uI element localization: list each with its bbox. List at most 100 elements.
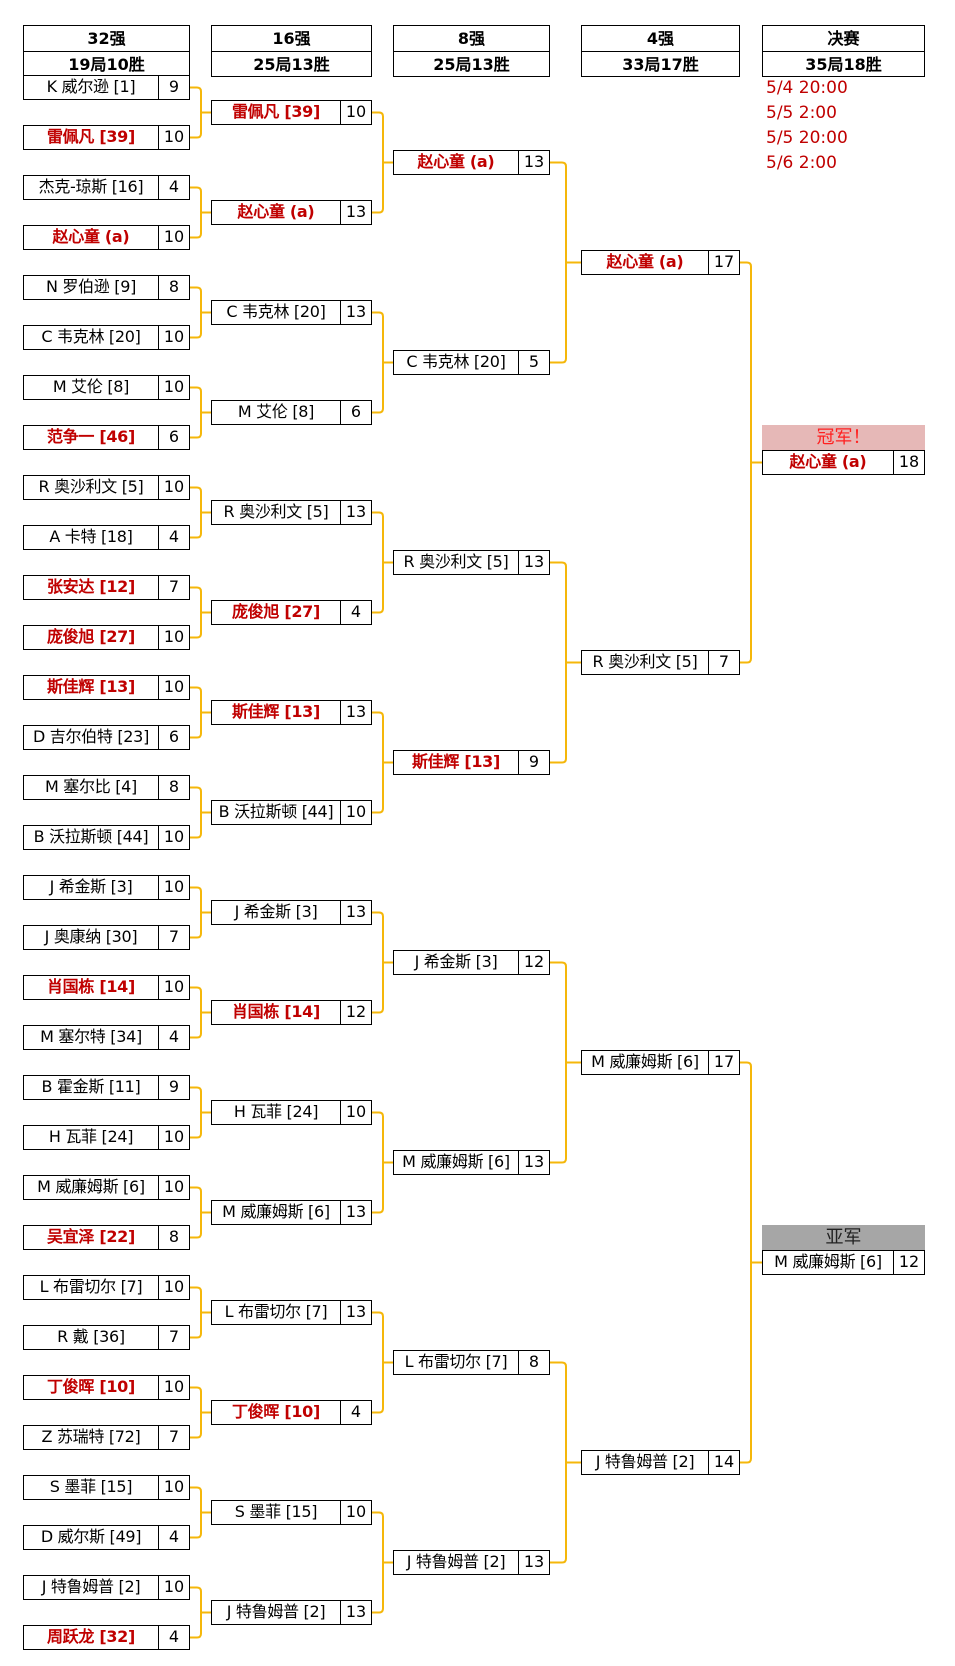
- bracket-connector: [372, 111, 393, 214]
- player-score: 10: [340, 801, 371, 824]
- player-score: 4: [340, 1401, 371, 1424]
- player-score: 10: [158, 1176, 189, 1199]
- player-score: 8: [158, 1226, 189, 1249]
- player-name: 肖国栋 [14]: [231, 1002, 321, 1021]
- round-format: 19局10胜: [24, 51, 189, 76]
- player-name: J 特鲁姆普 [2]: [41, 1577, 141, 1596]
- player-name: D 吉尔伯特 [23]: [32, 727, 150, 746]
- round-of-32-entry: 丁俊晖 [10]10: [23, 1375, 190, 1400]
- bracket-connector: [190, 286, 211, 339]
- round-of-32-entry: M 塞尔比 [4]8: [23, 775, 190, 800]
- bracket-connector: [550, 1361, 581, 1564]
- player-score: 13: [518, 151, 549, 174]
- round-of-32-entry: N 罗伯逊 [9]8: [23, 275, 190, 300]
- player-score: 10: [158, 976, 189, 999]
- bracket-connector: [190, 1486, 211, 1539]
- player-score: 10: [158, 1276, 189, 1299]
- bracket-connector: [190, 486, 211, 539]
- round-of-32-entry: D 吉尔伯特 [23]6: [23, 725, 190, 750]
- player-name: N 罗伯逊 [9]: [45, 277, 137, 296]
- round-of-16-entry: 庞俊旭 [27]4: [211, 600, 372, 625]
- round-of-32-entry: B 沃拉斯顿 [44]10: [23, 825, 190, 850]
- player-name: 丁俊晖 [10]: [46, 1377, 136, 1396]
- bracket-connector: [190, 686, 211, 739]
- player-score: 7: [158, 576, 189, 599]
- bracket-connector: [550, 161, 581, 364]
- player-name: R 奥沙利文 [5]: [403, 552, 509, 571]
- round-of-32-entry: R 奥沙利文 [5]10: [23, 475, 190, 500]
- player-name: Z 苏瑞特 [72]: [41, 1427, 141, 1446]
- player-name: 范争一 [46]: [46, 427, 136, 446]
- player-score: 6: [158, 426, 189, 449]
- player-name: B 沃拉斯顿 [44]: [218, 802, 334, 821]
- round-of-16-entry: B 沃拉斯顿 [44] 10: [211, 800, 372, 825]
- player-name: J 希金斯 [3]: [234, 902, 318, 921]
- bracket-connector: [372, 911, 393, 1014]
- player-score: 12: [340, 1001, 371, 1024]
- player-name: M 塞尔比 [4]: [45, 777, 137, 796]
- player-score: 7: [708, 651, 739, 674]
- player-score: 10: [340, 1101, 371, 1124]
- player-score: 13: [340, 1601, 371, 1624]
- player-name: R 奥沙利文 [5]: [592, 652, 698, 671]
- player-name: M 艾伦 [8]: [52, 377, 130, 396]
- player-score: 7: [158, 926, 189, 949]
- player-name: L 布雷切尔 [7]: [224, 1302, 328, 1321]
- player-score: 18: [893, 451, 924, 474]
- round-of-16-entry: 赵心童 (a)13: [211, 200, 372, 225]
- player-name: J 希金斯 [3]: [414, 952, 498, 971]
- player-name: C 韦克林 [20]: [406, 352, 506, 371]
- player-name: 斯佳辉 [13]: [231, 702, 321, 721]
- round-of-32-entry: 张安达 [12]7: [23, 575, 190, 600]
- player-score: 9: [158, 1076, 189, 1099]
- bracket-connector: [190, 986, 211, 1039]
- round-of-32-entry: 杰克-琼斯 [16]4: [23, 175, 190, 200]
- round-format: 35局18胜: [763, 51, 924, 76]
- round-of-16-entry: M 艾伦 [8]6: [211, 400, 372, 425]
- quarterfinal-entry: R 奥沙利文 [5]13: [393, 550, 550, 575]
- player-name: H 瓦菲 [24]: [233, 1102, 319, 1121]
- round-of-32-entry: 庞俊旭 [27]10: [23, 625, 190, 650]
- player-name: 吴宜泽 [22]: [46, 1227, 136, 1246]
- player-score: 12: [518, 951, 549, 974]
- round-format: 25局13胜: [394, 51, 549, 76]
- round-format: 33局17胜: [582, 51, 739, 76]
- bracket-connector: [372, 1511, 393, 1614]
- round-title: 16强: [272, 29, 311, 48]
- player-score: 4: [158, 1026, 189, 1049]
- final-schedule: 5/4 20:00 5/5 2:00 5/5 20:00 5/6 2:00: [766, 76, 848, 176]
- player-score: 10: [158, 676, 189, 699]
- player-score: 10: [158, 826, 189, 849]
- quarterfinal-entry: 赵心童 (a)13: [393, 150, 550, 175]
- player-score: 13: [340, 701, 371, 724]
- player-name: M 塞尔特 [34]: [40, 1027, 142, 1046]
- round-of-16-entry: 肖国栋 [14] 12: [211, 1000, 372, 1025]
- player-name: M 艾伦 [8]: [237, 402, 315, 421]
- player-score: 10: [158, 476, 189, 499]
- player-name: R 戴 [36]: [57, 1327, 125, 1346]
- player-score: 17: [708, 251, 739, 274]
- round-of-32-entry: J 希金斯 [3]10: [23, 875, 190, 900]
- player-score: 4: [158, 526, 189, 549]
- player-score: 4: [158, 1526, 189, 1549]
- bracket-connector: [740, 1061, 762, 1464]
- player-name: H 瓦菲 [24]: [48, 1127, 134, 1146]
- round-of-32-entry: 肖国栋 [14] 10: [23, 975, 190, 1000]
- round-of-16-entry: 雷佩凡 [39]10: [211, 100, 372, 125]
- bracket-connector: [550, 561, 581, 764]
- player-name: 丁俊晖 [10]: [231, 1402, 321, 1421]
- player-name: J 特鲁姆普 [2]: [406, 1552, 506, 1571]
- player-score: 9: [518, 751, 549, 774]
- round-of-32-entry: C 韦克林 [20]10: [23, 325, 190, 350]
- round-title: 4强: [646, 29, 675, 48]
- bracket-connector: [190, 1186, 211, 1239]
- player-score: 8: [518, 1351, 549, 1374]
- player-name: J 希金斯 [3]: [49, 877, 133, 896]
- player-score: 13: [340, 201, 371, 224]
- player-name: 赵心童 (a): [52, 227, 130, 246]
- player-name: M 威廉姆斯 [6]: [591, 1052, 699, 1071]
- player-name: 肖国栋 [14]: [46, 977, 136, 996]
- player-score: 7: [158, 1426, 189, 1449]
